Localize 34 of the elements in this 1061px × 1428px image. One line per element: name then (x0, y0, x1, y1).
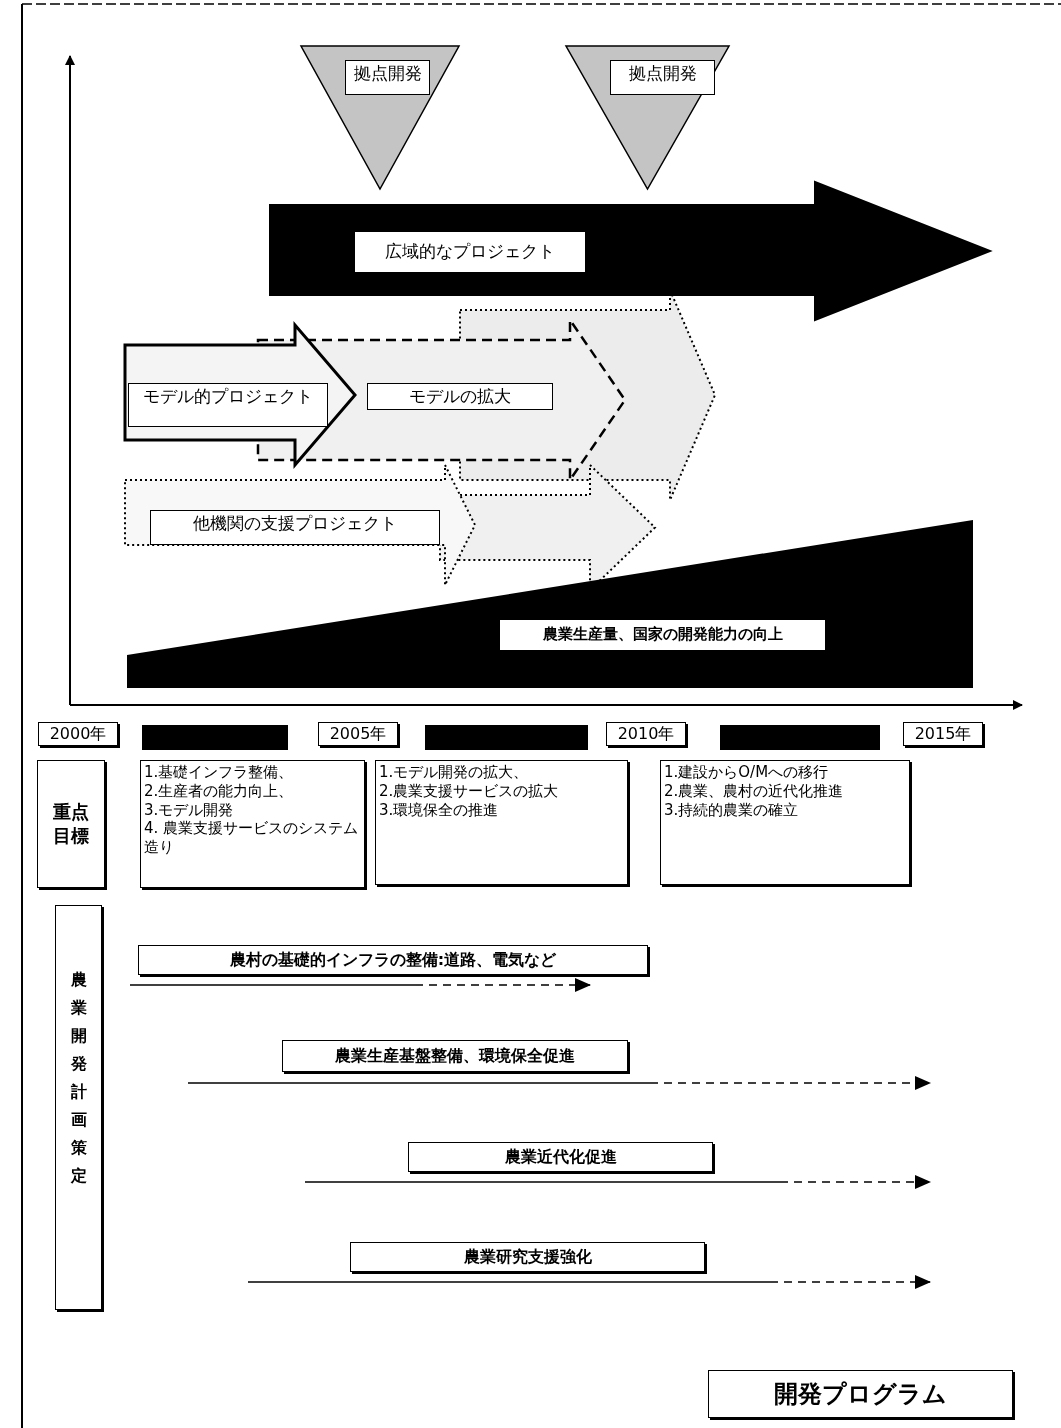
goal-item: 1.建設からO/Mへの移行 (664, 763, 830, 782)
goal-item: 2.生産者の能力向上、 (144, 781, 295, 801)
goal-item: 3.環境保全の推進 (379, 800, 500, 820)
plan-box: 農村の基礎的インフラの整備:道路、電気など (138, 945, 648, 975)
goal-box (140, 760, 365, 888)
goal-item: 1.モデル開発の拡大、 (379, 763, 530, 782)
plan-box: 農業近代化促進 (408, 1142, 713, 1172)
goal-item: 2.農業支援サービスの拡大 (379, 781, 560, 801)
goal-item: 1.基礎インフラ整備、 (144, 763, 295, 782)
year-box: 2015年 (903, 722, 983, 746)
goal-item: 3.モデル開発 (144, 800, 235, 820)
goal-item: 2.農業、農村の近代化推進 (664, 781, 845, 801)
marker-label: 拠点開発 (610, 60, 715, 95)
goal-item: 4. 農業支援サービスのシステム造り (144, 819, 360, 857)
year-box: 2005年 (318, 722, 398, 746)
arrow-label: モデル的プロジェクト (128, 383, 328, 427)
year-box: 2000年 (38, 722, 118, 746)
plan-box: 農業生産基盤整備、環境保全促進 (282, 1040, 628, 1072)
timeline-bar (720, 725, 880, 750)
arrow-label: 他機関の支援プロジェクト (150, 510, 440, 545)
goal-heading-box: 重点目標 (37, 760, 105, 888)
goal-item: 3.持続的農業の確立 (664, 800, 800, 820)
year-box: 2010年 (606, 722, 686, 746)
goal-box (375, 760, 628, 885)
plan-box: 農業研究支援強化 (350, 1242, 705, 1272)
marker-label: 拠点開発 (345, 60, 430, 95)
goal-box (660, 760, 910, 885)
program-box: 開発プログラム (708, 1370, 1013, 1418)
arrow-label: 広域的なプロジェクト (355, 232, 585, 272)
arrow-label: モデルの拡大 (367, 383, 553, 411)
timeline-bar (142, 725, 288, 750)
timeline-bar (425, 725, 588, 750)
plan-heading-box: 農業開発計画策定 (55, 905, 102, 1310)
wedge-label: 農業生産量、国家の開発能力の向上 (500, 620, 825, 650)
